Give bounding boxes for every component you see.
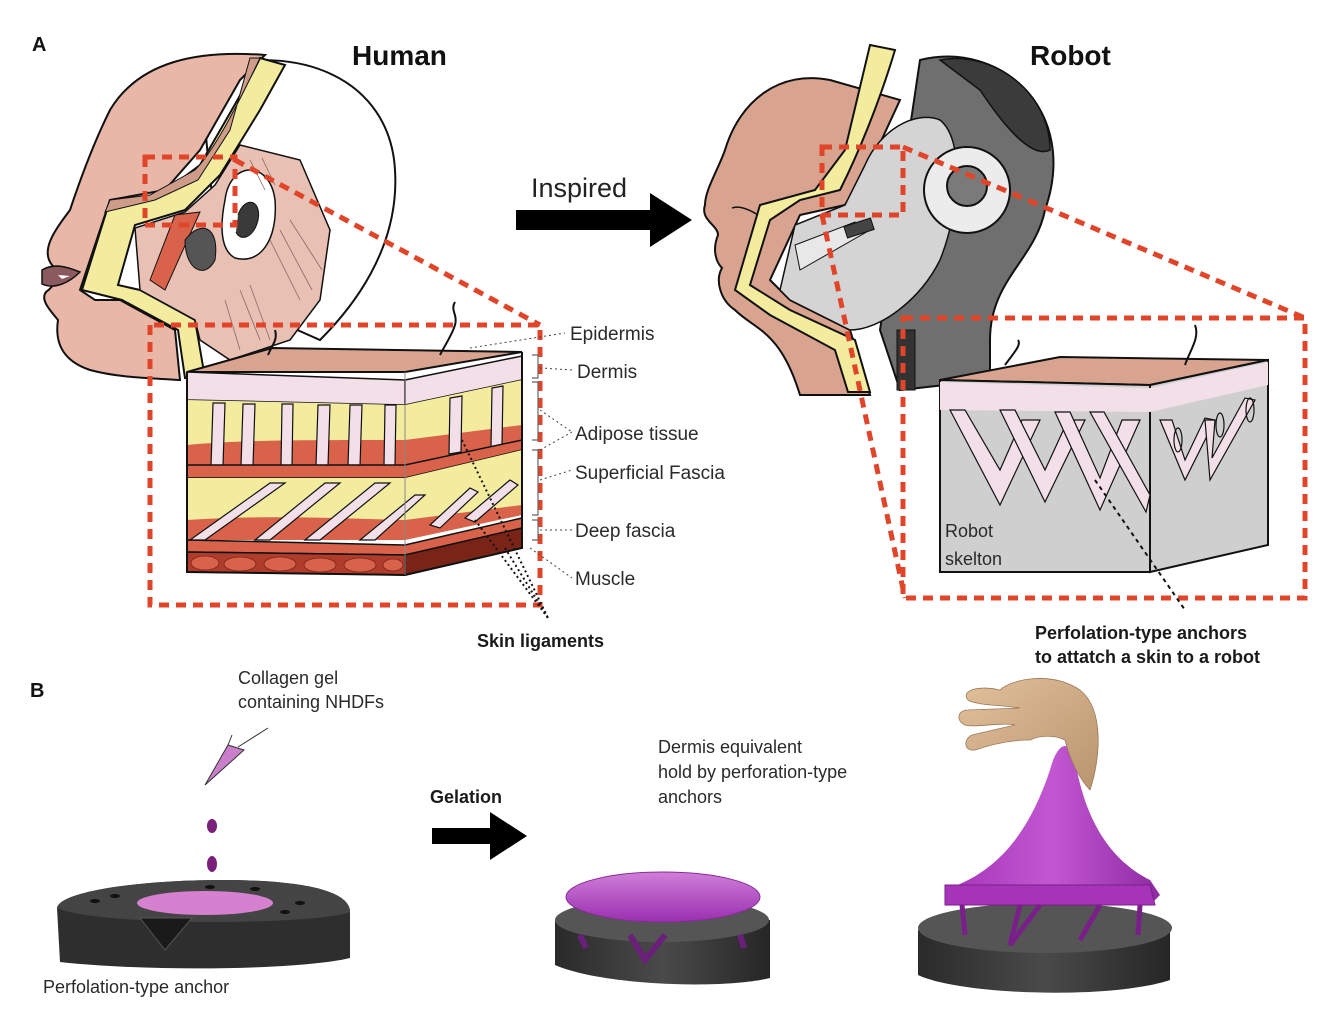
- label-dermis: Dermis: [577, 362, 638, 383]
- human-skin-block: [186, 301, 574, 619]
- inspired-arrow: [516, 193, 692, 247]
- gelation-arrow: [432, 812, 527, 860]
- label-muscle: Muscle: [575, 569, 636, 590]
- label-deep-fascia: Deep fascia: [575, 521, 676, 542]
- panel-b-letter: B: [30, 680, 45, 702]
- label-dermis-line3: anchors: [658, 787, 723, 807]
- inspired-label: Inspired: [531, 173, 628, 203]
- label-anchors: Perfolation-type anchors to attatch a sk…: [1035, 621, 1260, 669]
- label-skin-ligaments: Skin ligaments: [477, 631, 605, 651]
- label-gelation: Gelation: [430, 787, 503, 807]
- label-perforation-anchor: Perfolation-type anchor: [43, 977, 230, 997]
- label-collagen-line2: containing NHDFs: [238, 692, 385, 712]
- human-title: Human: [352, 40, 447, 71]
- perforation-anchor-base: [57, 880, 350, 969]
- label-collagen-gel: Collagen gel containing NHDFs: [238, 666, 384, 714]
- robot-title: Robot: [1030, 40, 1111, 71]
- label-dermis-line1: Dermis equivalent: [658, 737, 803, 757]
- pipette: [204, 727, 269, 872]
- robot-skin-block: [939, 324, 1269, 611]
- label-robot-skeleton: Robot skelton: [945, 517, 1002, 573]
- label-epidermis: Epidermis: [570, 324, 655, 345]
- gel-pulled-by-hand: [918, 678, 1172, 993]
- gel-on-anchor: [555, 871, 770, 985]
- label-anchors-line2: to attatch a skin to a robot: [1035, 647, 1261, 667]
- label-anchors-line1: Perfolation-type anchors: [1035, 623, 1248, 643]
- label-robot-skeleton-line2: skelton: [945, 549, 1003, 569]
- human-head: [41, 52, 397, 382]
- label-dermis-line2: hold by perforation-type: [658, 762, 848, 782]
- label-collagen-line1: Collagen gel: [238, 668, 339, 688]
- label-dermis-equivalent: Dermis equivalent hold by perforation-ty…: [658, 735, 847, 810]
- robot-zoom-box: [819, 144, 1308, 601]
- label-adipose-tissue: Adipose tissue: [575, 424, 699, 445]
- panel-a-letter: A: [32, 34, 47, 56]
- label-robot-skeleton-line1: Robot: [945, 521, 994, 541]
- robot-head: [703, 43, 1055, 396]
- label-superficial-fascia: Superficial Fascia: [575, 463, 725, 484]
